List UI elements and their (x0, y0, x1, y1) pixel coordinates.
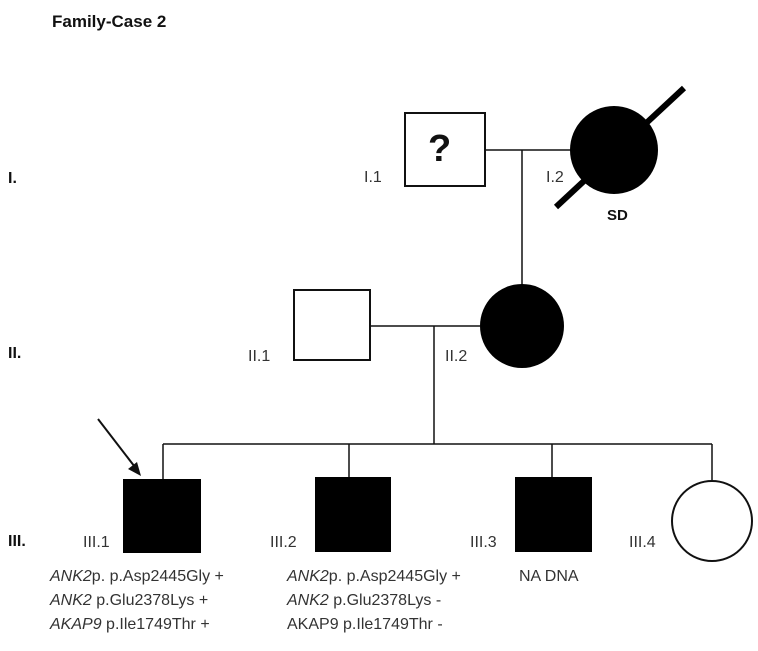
individual-II-2-symbol (480, 284, 564, 368)
sudden-death-note: SD (607, 207, 628, 224)
individual-III-3-label: III.3 (470, 534, 497, 551)
variant-line: AKAP9 p.Ile1749Thr + (50, 613, 210, 636)
variant-line: ANK2p. p.Asp2445Gly + (50, 565, 224, 588)
variant-text: p.Ile1749Thr + (101, 616, 210, 633)
na-dna-note: NA DNA (519, 568, 579, 585)
generation-label-III: III. (8, 533, 26, 550)
variant-text: p. p.Asp2445Gly + (91, 568, 224, 585)
variant-line: ANK2 p.Glu2378Lys - (287, 589, 441, 612)
generation-label-II: II. (8, 345, 22, 362)
variant-text: p.Glu2378Lys - (328, 592, 442, 609)
individual-III-2-symbol (315, 477, 391, 552)
variant-line: ANK2 p.Glu2378Lys + (50, 589, 208, 612)
gene-name: AKAP9 (50, 616, 102, 633)
variant-text: AKAP9 p.Ile1749Thr - (287, 616, 443, 633)
individual-I-2-label: I.2 (546, 169, 564, 186)
individual-III-4-label: III.4 (629, 534, 656, 551)
individual-II-1-label: II.1 (248, 348, 271, 365)
individual-III-2-label: III.2 (270, 534, 297, 551)
proband-arrow (97, 418, 139, 472)
unknown-status-mark: ? (428, 128, 452, 170)
generation-label-I: I. (8, 170, 17, 187)
gene-name: ANK2 (287, 592, 329, 609)
individual-III-1-symbol (123, 479, 201, 553)
gene-name: ANK2 (287, 568, 329, 585)
variant-line: AKAP9 p.Ile1749Thr - (287, 613, 443, 636)
individual-III-1-label: III.1 (83, 534, 110, 551)
diagram-title: Family-Case 2 (52, 12, 167, 31)
individual-III-4-symbol (671, 480, 753, 562)
variant-text: p. p.Asp2445Gly + (328, 568, 461, 585)
gene-name: ANK2 (50, 568, 92, 585)
individual-III-3-symbol (515, 477, 592, 552)
variant-text: p.Glu2378Lys + (91, 592, 209, 609)
deceased-slash (553, 85, 687, 210)
individual-II-2-label: II.2 (445, 348, 468, 365)
individual-I-1-symbol (404, 112, 486, 187)
proband-arrow-head (128, 462, 141, 476)
individual-I-1-label: I.1 (364, 169, 382, 186)
gene-name: ANK2 (50, 592, 92, 609)
individual-II-1-symbol (293, 289, 371, 361)
variant-line: ANK2p. p.Asp2445Gly + (287, 565, 461, 588)
